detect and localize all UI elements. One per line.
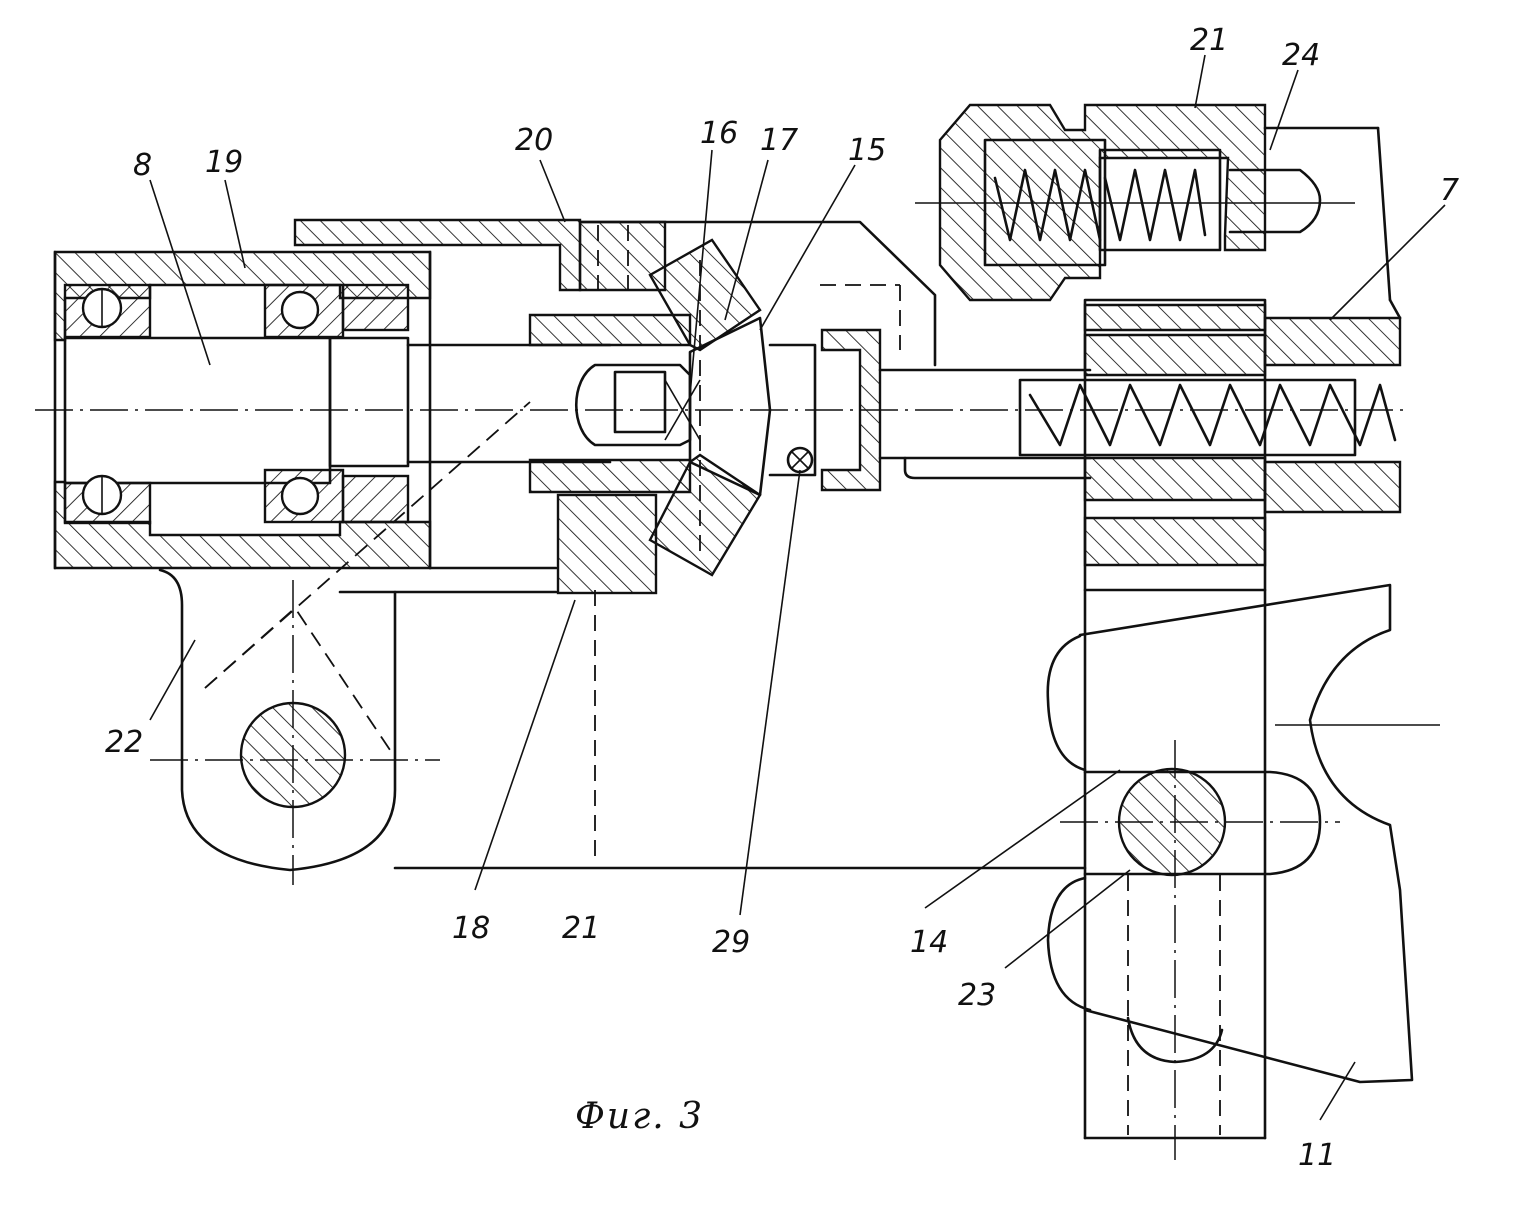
right-shaft: [878, 368, 1092, 480]
gear-15: [768, 284, 901, 492]
spring-cap-21: [915, 103, 1355, 302]
label-16: 16: [700, 116, 738, 151]
label-24: 24: [1282, 38, 1320, 73]
label-29: 29: [712, 925, 750, 960]
label-20: 20: [515, 123, 553, 158]
label-21-top: 21: [1190, 23, 1228, 58]
label-11: 11: [1298, 1138, 1336, 1173]
label-17: 17: [760, 123, 798, 158]
bracket-22: [150, 401, 1087, 885]
sleeve-18: [338, 313, 692, 595]
label-7: 7: [1440, 173, 1459, 208]
cover-20: [293, 218, 937, 367]
bearings: [63, 283, 410, 525]
bevel-gear-17: [648, 238, 772, 577]
label-22: 22: [105, 725, 143, 760]
right-block: [1083, 126, 1402, 592]
label-21-bottom: 21: [562, 911, 600, 946]
label-18: 18: [452, 911, 490, 946]
lever-11: [1046, 583, 1440, 1160]
pin-16: [575, 363, 701, 447]
label-23: 23: [958, 978, 996, 1013]
label-8: 8: [133, 148, 152, 183]
leader-lines: [149, 54, 1446, 1121]
label-15: 15: [848, 133, 886, 168]
label-14: 14: [910, 925, 948, 960]
figure-caption: Фиг. 3: [575, 1096, 704, 1137]
label-19: 19: [205, 145, 243, 180]
main-spring: [1018, 378, 1397, 457]
